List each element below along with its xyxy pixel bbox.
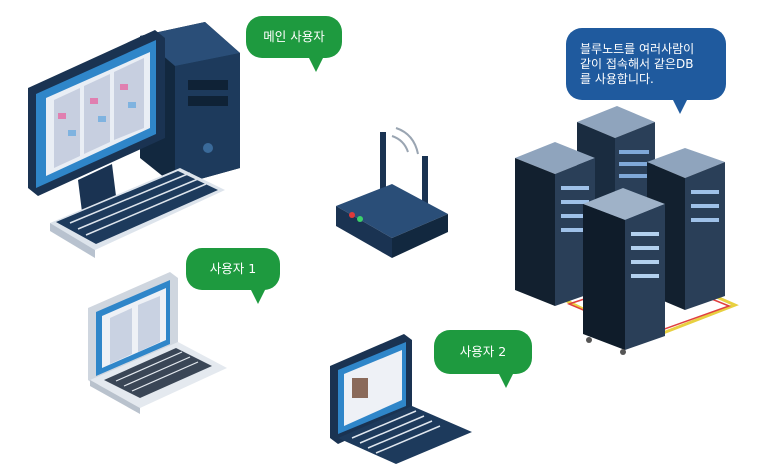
server-note-line-1: 블루노트를 여러사람이: [580, 41, 695, 56]
user2-label: 사용자 2: [459, 344, 507, 360]
server-rack-icon: [515, 106, 739, 355]
laptop-icon: [330, 334, 472, 464]
server-note-line-2: 같이 접속해서 같은DB: [580, 56, 694, 71]
main-user-label: 메인 사용자: [263, 29, 325, 45]
server-note-line-3: 를 사용합니다.: [580, 71, 654, 86]
user2-bubble: 사용자 2: [434, 330, 532, 388]
user1-label: 사용자 1: [209, 261, 257, 277]
user1-bubble: 사용자 1: [186, 248, 280, 304]
desktop-computer-icon: [28, 22, 240, 258]
server-note-bubble: 블루노트를 여러사람이 같이 접속해서 같은DB 를 사용합니다.: [566, 28, 726, 114]
laptop-icon: [88, 272, 227, 414]
wifi-router-icon: [336, 127, 448, 258]
main-user-bubble: 메인 사용자: [246, 16, 342, 72]
